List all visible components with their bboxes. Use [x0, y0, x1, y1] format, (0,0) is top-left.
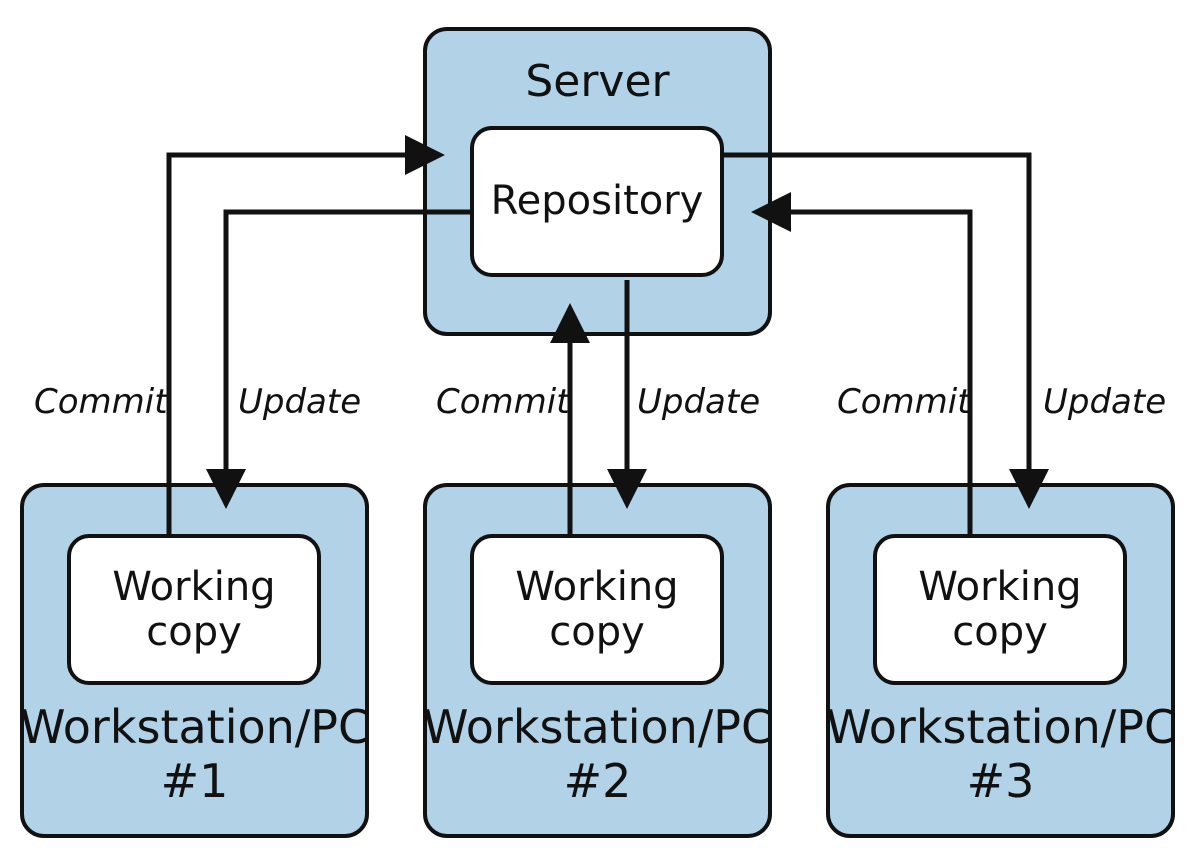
commit-label-3: Commit: [837, 382, 971, 422]
workstation-2-name: Workstation/PC: [423, 700, 774, 754]
update-arrow-3: [724, 152, 1049, 509]
working-copy-3-box: Working copy: [873, 534, 1127, 685]
working-copy-1-line2: copy: [146, 608, 242, 655]
commit-arrow-3: [751, 192, 973, 534]
workstation-3-name: Workstation/PC: [826, 700, 1177, 754]
commit-label-1: Commit: [34, 382, 168, 422]
working-copy-1-box: Working copy: [67, 534, 321, 685]
commit-label-2: Commit: [436, 382, 570, 422]
workstation-2-title: Workstation/PC #2: [423, 700, 774, 809]
repository-box: Repository: [470, 126, 724, 277]
update-label-2: Update: [637, 382, 761, 422]
server-title: Server: [525, 56, 670, 107]
repository-label: Repository: [490, 178, 704, 225]
workstation-1-number: #1: [160, 754, 229, 809]
working-copy-1-line1: Working: [112, 563, 276, 610]
workstation-1-title: Workstation/PC #1: [20, 700, 371, 809]
working-copy-2-box: Working copy: [470, 534, 724, 685]
working-copy-3-line2: copy: [952, 608, 1048, 655]
working-copy-2-line1: Working: [515, 563, 679, 610]
update-label-1: Update: [238, 382, 362, 422]
workstation-3-number: #3: [966, 754, 1035, 809]
update-arrow-1: [206, 209, 470, 509]
workstation-1-name: Workstation/PC: [20, 700, 371, 754]
working-copy-2-line2: copy: [549, 608, 645, 655]
workstation-2-number: #2: [563, 754, 632, 809]
working-copy-3-line1: Working: [918, 563, 1082, 610]
update-label-3: Update: [1043, 382, 1167, 422]
commit-arrow-1: [166, 135, 445, 534]
workstation-3-title: Workstation/PC #3: [826, 700, 1177, 809]
